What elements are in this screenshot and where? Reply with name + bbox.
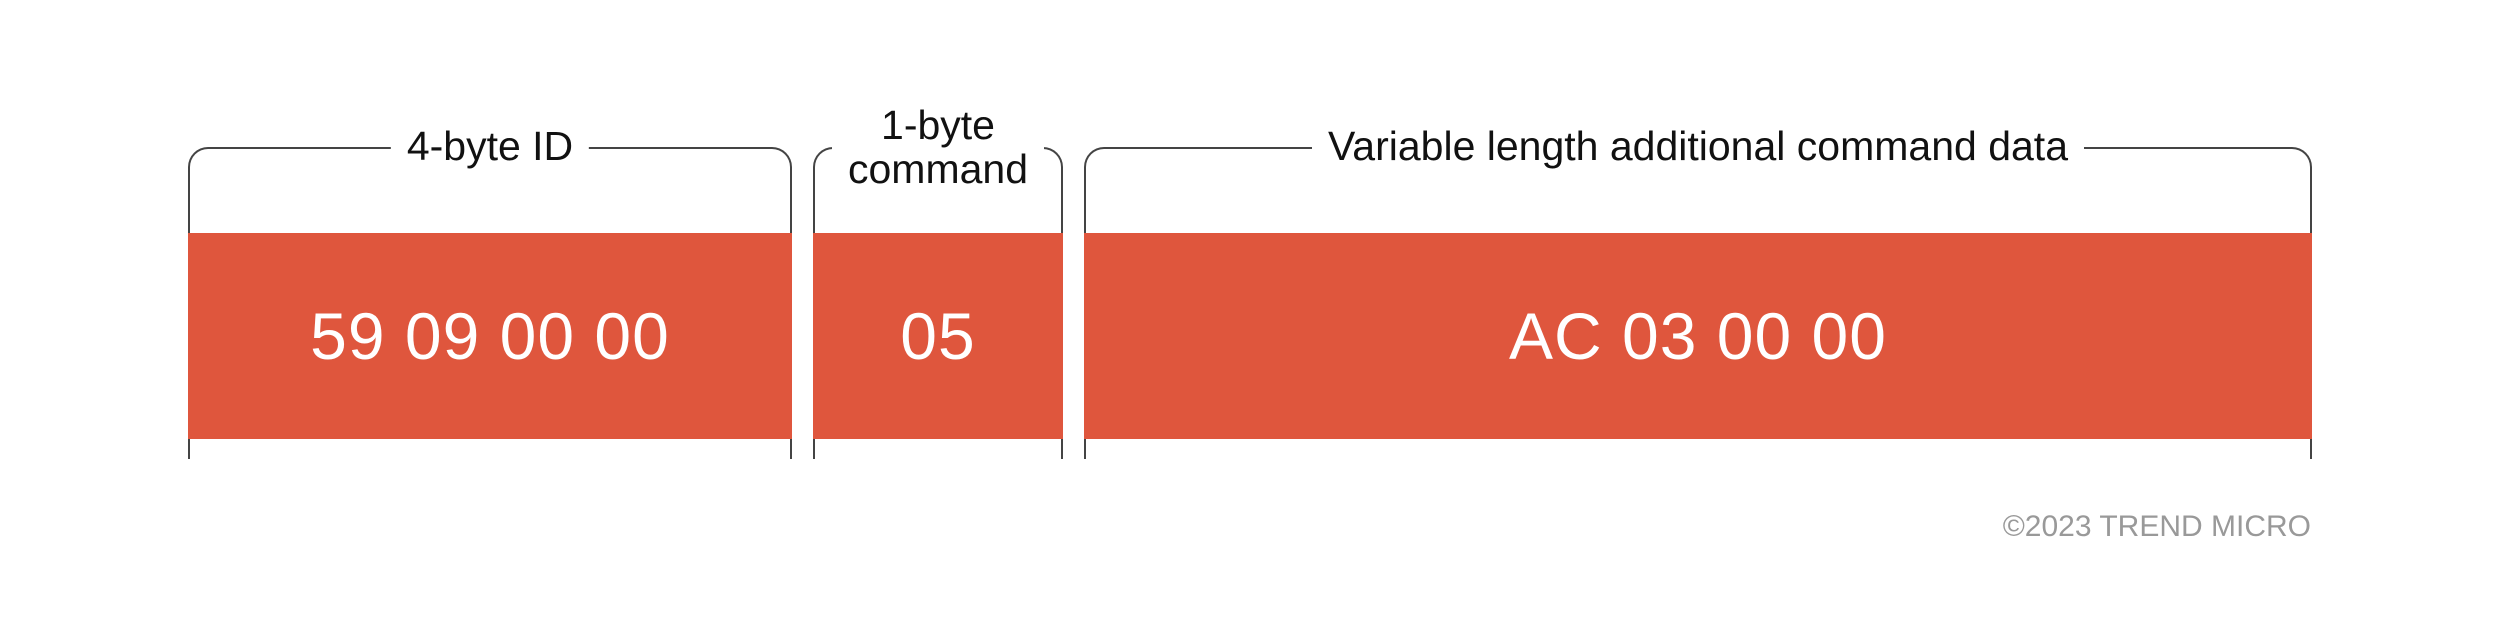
segment-label: 4-byte ID <box>390 124 590 168</box>
segment-command: 1-byte command 05 <box>813 103 1063 459</box>
segment-band: 59 09 00 00 <box>188 233 792 439</box>
segment-id: 4-byte ID 59 09 00 00 <box>188 124 792 459</box>
segment-label: 1-byte command <box>831 102 1045 192</box>
segment-value: 59 09 00 00 <box>310 299 670 373</box>
segment-label-line2: command <box>847 146 1029 192</box>
segment-additional-data: Variable length additional command data … <box>1084 124 2312 459</box>
segment-label-line1: 1-byte <box>881 102 995 148</box>
segment-label: Variable length additional command data <box>1311 124 2085 168</box>
segment-band: AC 03 00 00 <box>1084 233 2312 439</box>
segment-value: 05 <box>900 299 976 373</box>
copyright: ©2023 TREND MICRO <box>2002 510 2311 543</box>
segment-value: AC 03 00 00 <box>1509 299 1887 373</box>
segment-band: 05 <box>813 233 1063 439</box>
